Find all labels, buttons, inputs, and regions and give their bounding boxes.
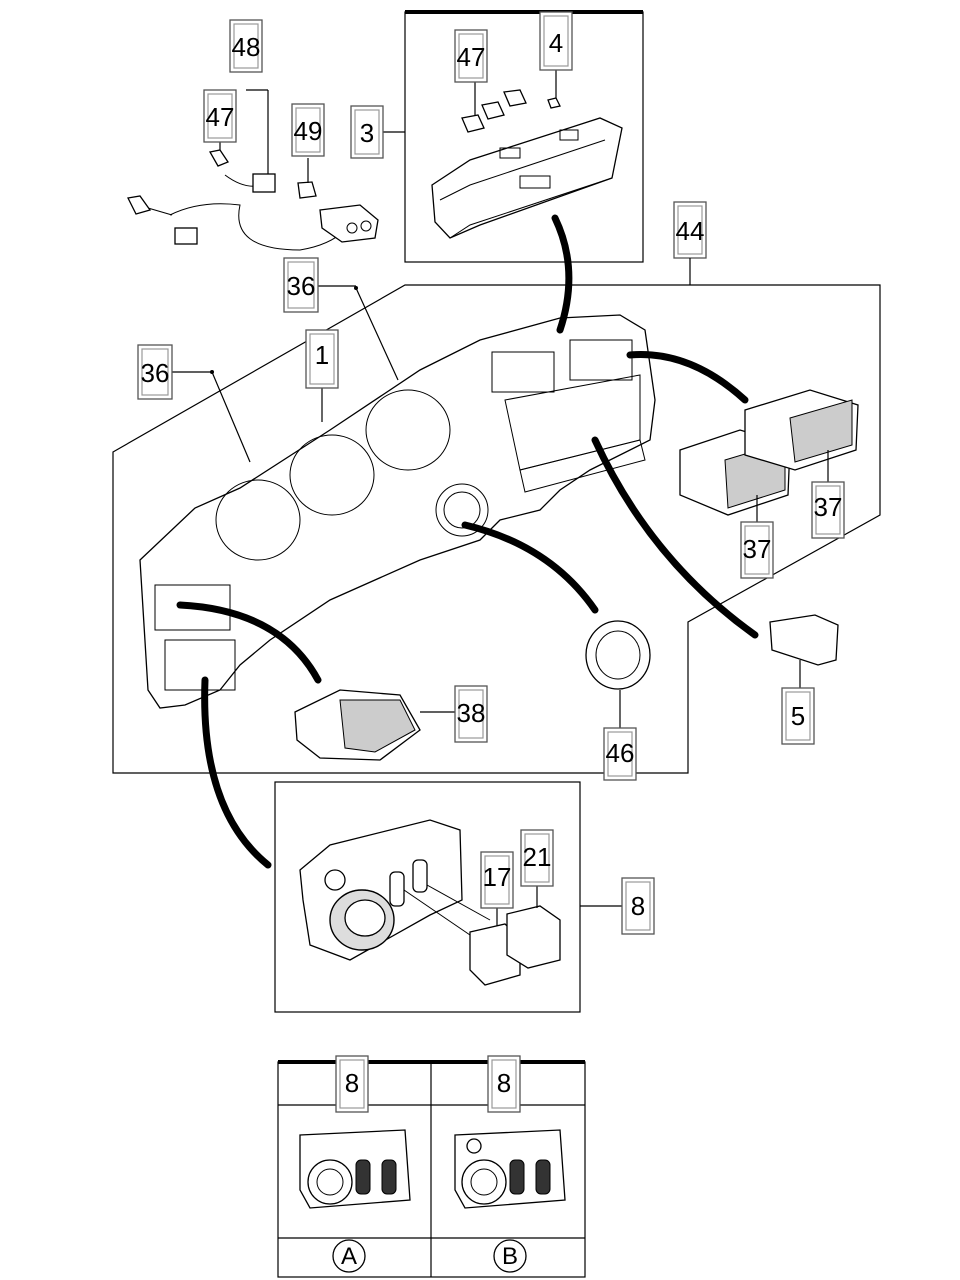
callout-47: 47 — [203, 89, 237, 143]
variant-a-label: A — [332, 1239, 366, 1273]
callout-38: 38 — [454, 685, 488, 743]
svg-text:49: 49 — [294, 116, 323, 146]
variant-a-callout-8: 8 — [335, 1055, 369, 1113]
callout-48: 48 — [229, 19, 263, 73]
callout-4: 4 — [539, 11, 573, 71]
instrument-panel-bezel — [139, 285, 656, 709]
svg-text:46: 46 — [606, 738, 635, 768]
svg-text:36: 36 — [141, 358, 170, 388]
callout-49: 49 — [291, 103, 325, 157]
callout-37: 37 — [811, 481, 845, 539]
svg-text:5: 5 — [791, 701, 805, 731]
connector-curves — [176, 214, 759, 869]
svg-text:B: B — [502, 1243, 518, 1270]
svg-text:37: 37 — [743, 534, 772, 564]
callouts: 48 47 49 3 47 4 44 36 — [137, 11, 845, 1273]
callout-17: 17 — [480, 851, 514, 909]
svg-text:4: 4 — [549, 28, 563, 58]
svg-text:48: 48 — [232, 32, 261, 62]
cluster-bezel-part — [383, 70, 623, 239]
svg-text:38: 38 — [457, 698, 486, 728]
callout-36: 36 — [137, 344, 173, 400]
svg-text:36: 36 — [287, 271, 316, 301]
variant-b-label: B — [493, 1239, 527, 1273]
svg-text:17: 17 — [483, 862, 512, 892]
callout-37: 37 — [740, 521, 774, 579]
group-frames — [112, 10, 881, 1278]
callout-47: 47 — [454, 29, 488, 83]
svg-text:44: 44 — [676, 216, 705, 246]
callout-1: 1 — [305, 329, 339, 389]
svg-text:21: 21 — [523, 842, 552, 872]
svg-text:47: 47 — [457, 42, 486, 72]
svg-text:8: 8 — [497, 1068, 511, 1098]
svg-text:1: 1 — [315, 340, 329, 370]
callout-46: 46 — [603, 727, 637, 781]
svg-text:8: 8 — [345, 1068, 359, 1098]
air-vents — [294, 389, 859, 761]
callout-5: 5 — [781, 687, 815, 745]
callout-21: 21 — [520, 829, 554, 887]
svg-text:3: 3 — [360, 118, 374, 148]
headlamp-switch — [299, 819, 623, 986]
variant-switches — [299, 1129, 566, 1209]
svg-text:47: 47 — [206, 102, 235, 132]
svg-text:8: 8 — [631, 891, 645, 921]
callout-44: 44 — [673, 201, 707, 259]
small-parts — [585, 614, 839, 728]
svg-text:37: 37 — [814, 492, 843, 522]
callout-36: 36 — [283, 257, 319, 313]
svg-text:A: A — [341, 1243, 357, 1270]
variant-b-callout-8: 8 — [487, 1055, 521, 1113]
wiring-harness — [127, 89, 379, 251]
callout-3: 3 — [350, 105, 384, 159]
callout-8: 8 — [621, 877, 655, 935]
